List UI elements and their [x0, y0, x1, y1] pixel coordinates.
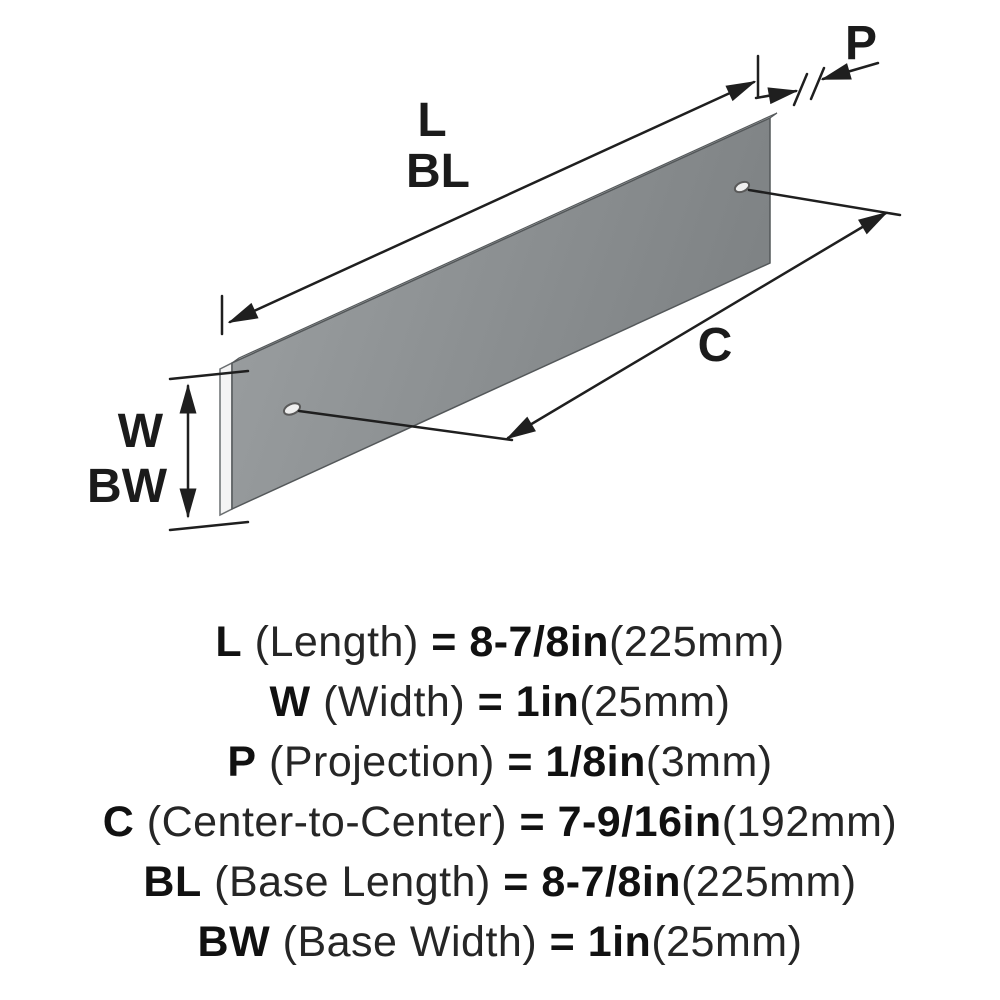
legend-equals: =: [431, 618, 457, 666]
projection-arrow-right: [820, 61, 880, 81]
legend-row-length: L (Length) = 8-7/8in(225mm): [0, 612, 1000, 672]
legend-metric: (225mm): [681, 858, 857, 906]
dimension-length: L BL: [220, 54, 760, 336]
legend-row-projection: P (Projection) = 1/8in(3mm): [0, 732, 1000, 792]
legend-metric: (192mm): [721, 798, 898, 846]
legend-metric: (25mm): [579, 678, 731, 726]
legend-value: 1in: [587, 918, 652, 966]
legend-row-base-width: BW (Base Width) = 1in(25mm): [0, 912, 1000, 972]
legend-value: 1in: [515, 678, 580, 726]
length-dimension-line: [227, 80, 757, 324]
width-extension-tick-bottom: [168, 520, 250, 532]
projection-arrow-left: [754, 87, 799, 105]
dimension-legend: L (Length) = 8-7/8in(225mm) W (Width) = …: [0, 612, 1000, 972]
legend-equals: =: [503, 858, 529, 906]
label-base-width: BW: [87, 460, 168, 513]
legend-metric: (225mm): [609, 618, 785, 666]
legend-row-base-length: BL (Base Length) = 8-7/8in(225mm): [0, 852, 1000, 912]
legend-symbol: L: [215, 618, 243, 666]
legend-name: (Center-to-Center): [146, 798, 508, 846]
legend-name: (Base Length): [214, 858, 491, 906]
legend-name: (Width): [323, 678, 466, 726]
screw-hole-left: [282, 402, 302, 416]
dimension-diagram: L BL P W BW C: [87, 17, 902, 532]
legend-symbol: C: [102, 798, 135, 846]
dimension-width: W BW: [87, 369, 250, 532]
dimension-projection: P: [754, 17, 880, 107]
legend-name: (Length): [254, 618, 419, 666]
label-projection: P: [845, 17, 877, 70]
label-center-to-center: C: [698, 319, 733, 372]
legend-equals: =: [477, 678, 504, 726]
legend-equals: =: [519, 798, 546, 846]
width-extension-tick-top: [168, 369, 250, 381]
legend-metric: (25mm): [651, 918, 803, 966]
legend-row-center-to-center: C (Center-to-Center) = 7-9/16in(192mm): [0, 792, 1000, 852]
legend-value: 8-7/8in: [469, 618, 610, 666]
legend-symbol: W: [269, 678, 311, 726]
projection-tick-back: [809, 66, 826, 101]
legend-equals: =: [507, 738, 533, 786]
center-leader-right: [747, 188, 902, 217]
legend-row-width: W (Width) = 1in(25mm): [0, 672, 1000, 732]
cabinet-pull-bar: [219, 112, 778, 517]
legend-symbol: P: [227, 738, 257, 786]
center-dimension-line: [505, 211, 889, 440]
bar-end-cap: [219, 361, 233, 517]
legend-name: (Projection): [269, 738, 495, 786]
legend-value: 7-9/16in: [557, 798, 722, 846]
label-length: L: [417, 94, 446, 147]
dimension-center-to-center: C: [297, 188, 902, 442]
legend-metric: (3mm): [645, 738, 773, 786]
projection-tick-front: [792, 72, 809, 107]
legend-symbol: BW: [197, 918, 271, 966]
legend-value: 1/8in: [545, 738, 646, 786]
legend-symbol: BL: [143, 858, 202, 906]
bar-front-face: [231, 116, 771, 511]
label-base-length: BL: [406, 145, 470, 198]
label-width: W: [118, 405, 164, 458]
center-leader-left: [297, 409, 514, 442]
legend-equals: =: [549, 918, 576, 966]
legend-value: 8-7/8in: [541, 858, 682, 906]
legend-name: (Base Width): [282, 918, 538, 966]
